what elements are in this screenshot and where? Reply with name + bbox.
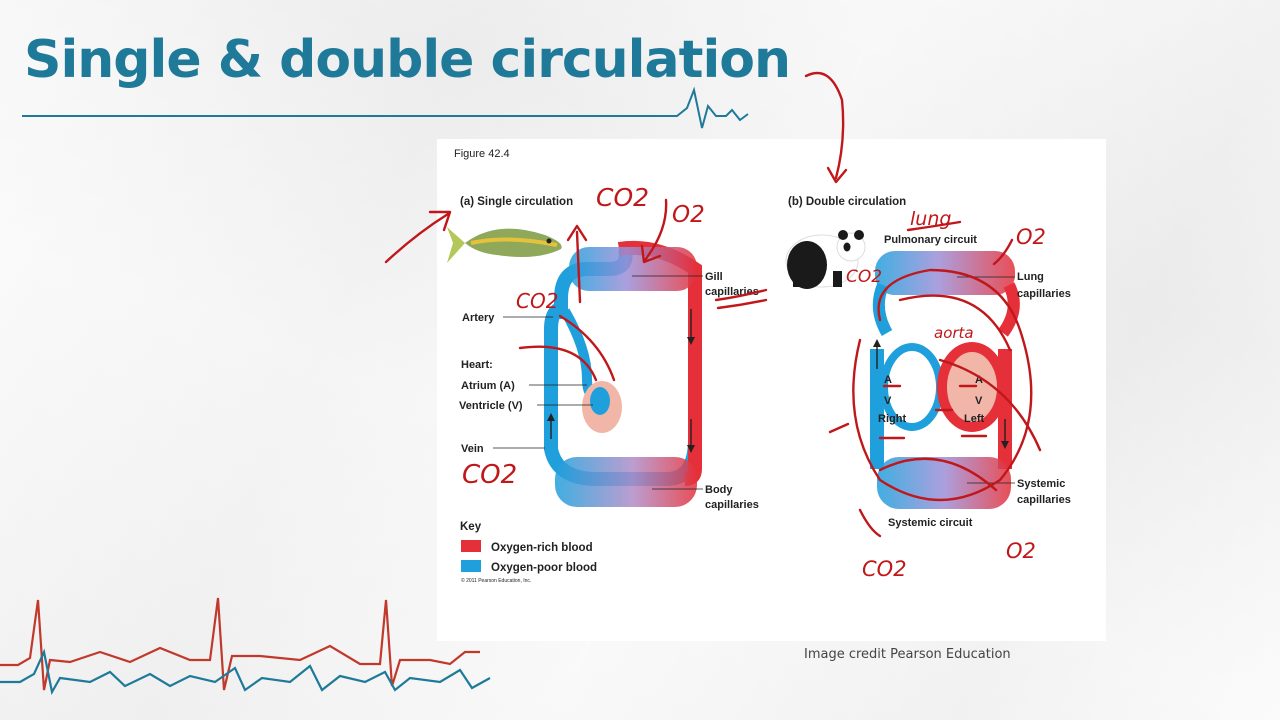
figure-canvas: Figure 42.4 (a) Single circulation	[447, 148, 1071, 584]
single-circulation-heading: (a) Single circulation	[460, 196, 573, 208]
label-right-ventricle: V	[884, 395, 892, 407]
double-circulation-loops	[870, 251, 1020, 509]
key-title: Key	[460, 521, 482, 533]
key-label-oxygen-rich: Oxygen-rich blood	[491, 542, 593, 554]
ekg-red-line	[0, 597, 480, 691]
key-swatch-oxygen-poor	[461, 560, 481, 572]
double-circulation-heading: (b) Double circulation	[788, 196, 906, 208]
label-systemic-circuit: Systemic circuit	[888, 517, 973, 529]
key-swatch-oxygen-rich	[461, 540, 481, 552]
label-systemic: Systemic	[1017, 478, 1065, 490]
slide-title: Single & double circulation	[24, 30, 791, 90]
ekg-decoration	[0, 597, 491, 696]
label-lung: Lung	[1017, 271, 1044, 283]
label-gill-capillaries: capillaries	[705, 286, 759, 298]
label-right-atrium: A	[884, 374, 892, 386]
figure-copyright: © 2011 Pearson Education, Inc.	[461, 577, 531, 584]
lung-capillary-bed	[875, 251, 1015, 295]
label-left-ventricle: V	[975, 395, 983, 407]
label-left-atrium: A	[975, 374, 983, 386]
fish-icon	[447, 227, 562, 263]
single-circulation-loop	[544, 240, 702, 507]
label-lung-capillaries: capillaries	[1017, 288, 1071, 300]
label-right: Right	[878, 413, 906, 425]
image-credit: Image credit Pearson Education	[804, 647, 1011, 662]
label-ventricle: Ventricle (V)	[459, 400, 523, 412]
label-left: Left	[964, 413, 985, 425]
circulation-figure: Figure 42.4 (a) Single circulation	[437, 139, 1106, 641]
legend-key: Key Oxygen-rich blood Oxygen-poor blood …	[460, 521, 597, 584]
label-artery: Artery	[462, 312, 495, 324]
label-body: Body	[705, 484, 733, 496]
panda-icon	[785, 230, 866, 289]
title-underline-ekg	[22, 86, 749, 129]
label-atrium: Atrium (A)	[461, 380, 515, 392]
label-pulmonary-circuit: Pulmonary circuit	[884, 234, 977, 246]
ekg-blue-line	[0, 648, 491, 696]
gill-capillary-bed	[569, 247, 697, 291]
label-body-capillaries: capillaries	[705, 499, 759, 511]
label-heart: Heart:	[461, 359, 493, 371]
label-gill: Gill	[705, 271, 723, 283]
label-vein: Vein	[461, 443, 484, 455]
body-capillary-bed	[555, 457, 697, 507]
label-systemic-capillaries: capillaries	[1017, 494, 1071, 506]
figure-label: Figure 42.4	[454, 148, 510, 160]
key-label-oxygen-poor: Oxygen-poor blood	[491, 562, 597, 574]
